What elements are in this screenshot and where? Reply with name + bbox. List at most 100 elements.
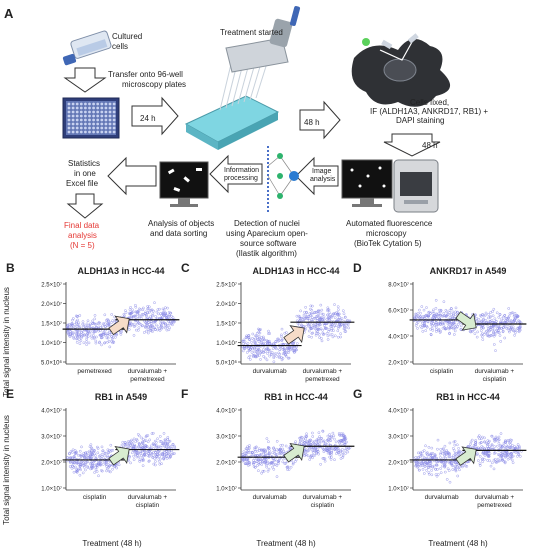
data-point	[165, 452, 169, 456]
data-point	[427, 471, 431, 474]
data-points-group-2	[465, 307, 523, 352]
data-point	[300, 316, 303, 320]
data-point	[71, 318, 74, 322]
data-point	[253, 340, 256, 344]
data-point	[510, 451, 513, 455]
data-point	[257, 462, 261, 466]
y-tick-label: 1.0×10⁷	[388, 486, 409, 493]
data-point	[286, 347, 290, 351]
data-point	[426, 462, 429, 466]
data-point	[149, 451, 152, 455]
data-point	[147, 459, 151, 463]
data-point	[507, 439, 511, 442]
x-axis-label: Treatment (48 h)	[256, 539, 316, 548]
data-point	[480, 313, 484, 317]
data-point	[492, 343, 496, 346]
data-point	[159, 323, 163, 327]
data-point	[510, 445, 513, 449]
data-point	[426, 453, 430, 457]
y-axis-label-bottom: Total signal intensity in nucleus	[2, 415, 11, 525]
data-point	[496, 444, 499, 448]
data-point	[449, 307, 453, 310]
panel-letter: C	[181, 261, 190, 275]
info-processing-label-2: processing	[224, 175, 258, 182]
data-point	[102, 322, 106, 325]
data-point	[157, 459, 161, 463]
data-point	[165, 325, 169, 329]
data-point	[337, 439, 341, 443]
increase-arrow-icon	[283, 442, 305, 463]
data-point	[497, 438, 501, 442]
data-point	[149, 321, 153, 325]
data-point	[318, 309, 322, 313]
data-point	[252, 347, 256, 350]
data-point	[72, 466, 76, 469]
data-point	[472, 443, 476, 447]
data-point	[71, 460, 75, 464]
data-point	[250, 351, 254, 354]
data-point	[81, 471, 85, 475]
data-point	[483, 440, 486, 444]
data-point	[440, 461, 444, 464]
data-point	[165, 456, 169, 460]
data-point	[482, 314, 486, 318]
data-point	[345, 440, 348, 444]
data-point	[139, 323, 143, 326]
data-points-group-1	[412, 298, 471, 337]
data-point	[319, 439, 323, 443]
data-point	[151, 455, 154, 459]
data-point	[454, 306, 458, 310]
data-point	[86, 332, 90, 336]
data-point	[90, 464, 94, 468]
data-point	[81, 320, 85, 323]
data-point	[157, 312, 160, 316]
data-point	[97, 455, 101, 458]
x-axis-label: Treatment (48 h)	[82, 539, 142, 548]
data-point	[414, 324, 418, 327]
data-point	[504, 317, 508, 320]
data-point	[506, 454, 510, 458]
data-point	[89, 329, 92, 333]
data-point	[333, 437, 336, 441]
data-point	[260, 471, 263, 475]
data-point	[479, 319, 483, 323]
data-point	[509, 319, 513, 323]
data-point	[77, 321, 81, 325]
data-point	[434, 298, 438, 302]
category-label: pemetrexed	[477, 502, 512, 509]
data-point	[414, 464, 418, 468]
data-point	[451, 447, 455, 450]
data-point	[267, 350, 271, 354]
data-point	[507, 307, 511, 310]
data-point	[424, 313, 428, 317]
data-point	[328, 436, 332, 440]
data-point	[331, 335, 335, 339]
data-point	[275, 439, 279, 443]
data-point	[514, 331, 517, 334]
data-point	[280, 333, 283, 337]
data-point	[141, 456, 145, 460]
data-point	[253, 449, 257, 453]
data-point	[490, 461, 494, 465]
data-point	[495, 311, 499, 315]
data-point	[326, 313, 330, 317]
data-point	[90, 448, 93, 452]
data-point	[480, 435, 484, 439]
data-point	[319, 336, 323, 340]
data-point	[251, 459, 255, 462]
data-point	[298, 436, 302, 440]
automated-label-1: Automated fluorescence	[346, 219, 433, 228]
pipette-plate-icon	[184, 6, 301, 150]
data-point	[269, 353, 273, 357]
data-point	[127, 328, 131, 331]
category-label: durvalumab	[425, 494, 459, 501]
data-point	[85, 460, 89, 464]
data-point	[292, 340, 296, 344]
data-point	[82, 323, 86, 327]
data-point	[66, 456, 69, 460]
data-point	[332, 434, 336, 438]
data-point	[291, 462, 295, 466]
data-point	[513, 318, 516, 321]
